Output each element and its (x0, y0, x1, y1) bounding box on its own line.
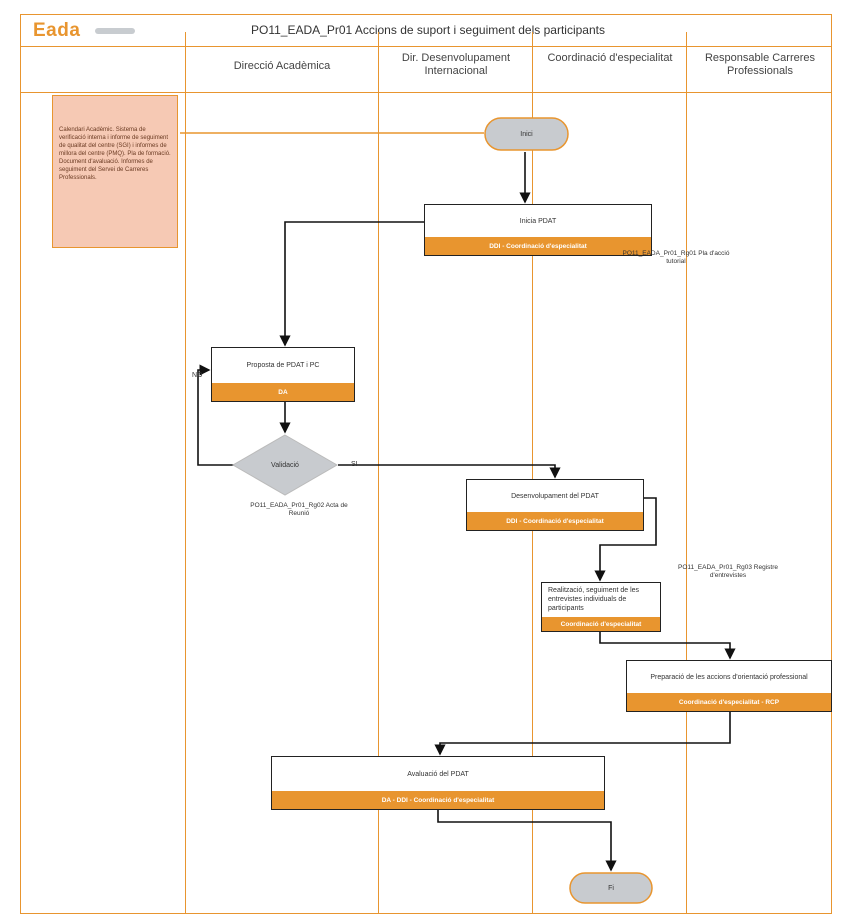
process-orientacio-professional: Preparació de les accions d'orientació p… (626, 660, 832, 712)
start-label: Inici (520, 130, 533, 138)
lane-header-carreres: Responsable Carreres Professionals (704, 52, 816, 77)
eada-logo: Eada (33, 20, 81, 41)
title-row: Eada PO11_EADA_Pr01 Accions de suport i … (21, 15, 831, 47)
process-entrevistes-individuals: Realització, seguiment de les entreviste… (541, 582, 661, 632)
process-orientacio-professional-text: Preparació de les accions d'orientació p… (650, 673, 808, 681)
document-pla-accio-tutorial-text: PO11_EADA_Pr01_Rg01 Pla d'acció tutorial (622, 250, 730, 265)
process-inicia-pdat: Inicia PDAT DDI - Coordinació d'especial… (424, 204, 652, 256)
process-inicia-pdat-text: Inicia PDAT (519, 217, 557, 225)
input-documents-box: Calendari Acadèmic. Sistema de verificac… (52, 95, 178, 248)
flow-label-yes: SI (351, 461, 358, 468)
lane-header-direccio-academica: Direcció Acadèmica (233, 60, 331, 72)
start-terminator: Inici (484, 117, 569, 151)
lane-divider-1 (185, 32, 186, 914)
document-acta-reunio: PO11_EADA_Pr01_Rg02 Acta de Reunió (234, 496, 364, 540)
process-desenvolupament-pdat: Desenvolupament del PDAT DDI - Coordinac… (466, 479, 644, 531)
end-label: Fi (608, 884, 614, 892)
decision-no-arrow (197, 364, 234, 466)
process-entrevistes-individuals-role: Coordinació d'especialitat (542, 617, 660, 631)
decision-yes-arrow (338, 464, 561, 479)
end-terminator: Fi (569, 872, 653, 904)
lane-divider-2 (378, 32, 379, 914)
p5-to-p6-arrow (434, 712, 731, 756)
process-entrevistes-individuals-text: Realització, seguiment de les entreviste… (548, 587, 640, 612)
document-pla-accio-tutorial: PO11_EADA_Pr01_Rg01 Pla d'acció tutorial (612, 244, 740, 288)
p1-to-p2-arrow (279, 221, 424, 347)
document-registre-entrevistes-text: PO11_EADA_Pr01_Rg03 Registre d'entrevist… (678, 564, 778, 579)
process-proposta-pdat: Proposta de PDAT i PC DA (211, 347, 355, 402)
flow-label-no: NO (192, 372, 203, 379)
process-avaluacio-pdat-text: Avaluació del PDAT (407, 770, 469, 778)
process-proposta-pdat-text: Proposta de PDAT i PC (246, 362, 320, 369)
document-registre-entrevistes: PO11_EADA_Pr01_Rg03 Registre d'entrevist… (664, 558, 792, 602)
process-avaluacio-pdat: Avaluació del PDAT DA - DDI - Coordinaci… (271, 756, 605, 810)
p3-to-p4-arrow (594, 497, 657, 582)
document-acta-reunio-text: PO11_EADA_Pr01_Rg02 Acta de Reunió (250, 502, 348, 517)
decision-validacio-text: Validació (271, 461, 299, 469)
lane-divider-4 (686, 32, 687, 914)
decision-validacio: Validació (232, 434, 338, 496)
process-diagram-frame: Eada PO11_EADA_Pr01 Accions de suport i … (20, 14, 832, 914)
process-desenvolupament-pdat-text: Desenvolupament del PDAT (511, 492, 599, 500)
process-inicia-pdat-role: DDI - Coordinació d'especialitat (425, 237, 651, 255)
lane-header-dir-desenvolupament: Dir. Desenvolupament Internacional (401, 52, 511, 77)
process-avaluacio-pdat-role: DA - DDI - Coordinació d'especialitat (272, 791, 604, 809)
lane-header-coordinacio: Coordinació d'especialitat (547, 52, 673, 64)
p4-to-p5-arrow (599, 632, 736, 660)
lane-divider-3 (532, 32, 533, 914)
lane-header-row (21, 47, 831, 93)
process-orientacio-professional-role: Coordinació d'especialitat - RCP (627, 693, 831, 711)
process-desenvolupament-pdat-role: DDI - Coordinació d'especialitat (467, 512, 643, 530)
process-proposta-pdat-role: DA (212, 383, 354, 401)
p6-to-end-arrow (437, 810, 617, 872)
logo-tagline-graphic (95, 28, 135, 34)
diagram-title: PO11_EADA_Pr01 Accions de suport i segui… (251, 23, 605, 37)
